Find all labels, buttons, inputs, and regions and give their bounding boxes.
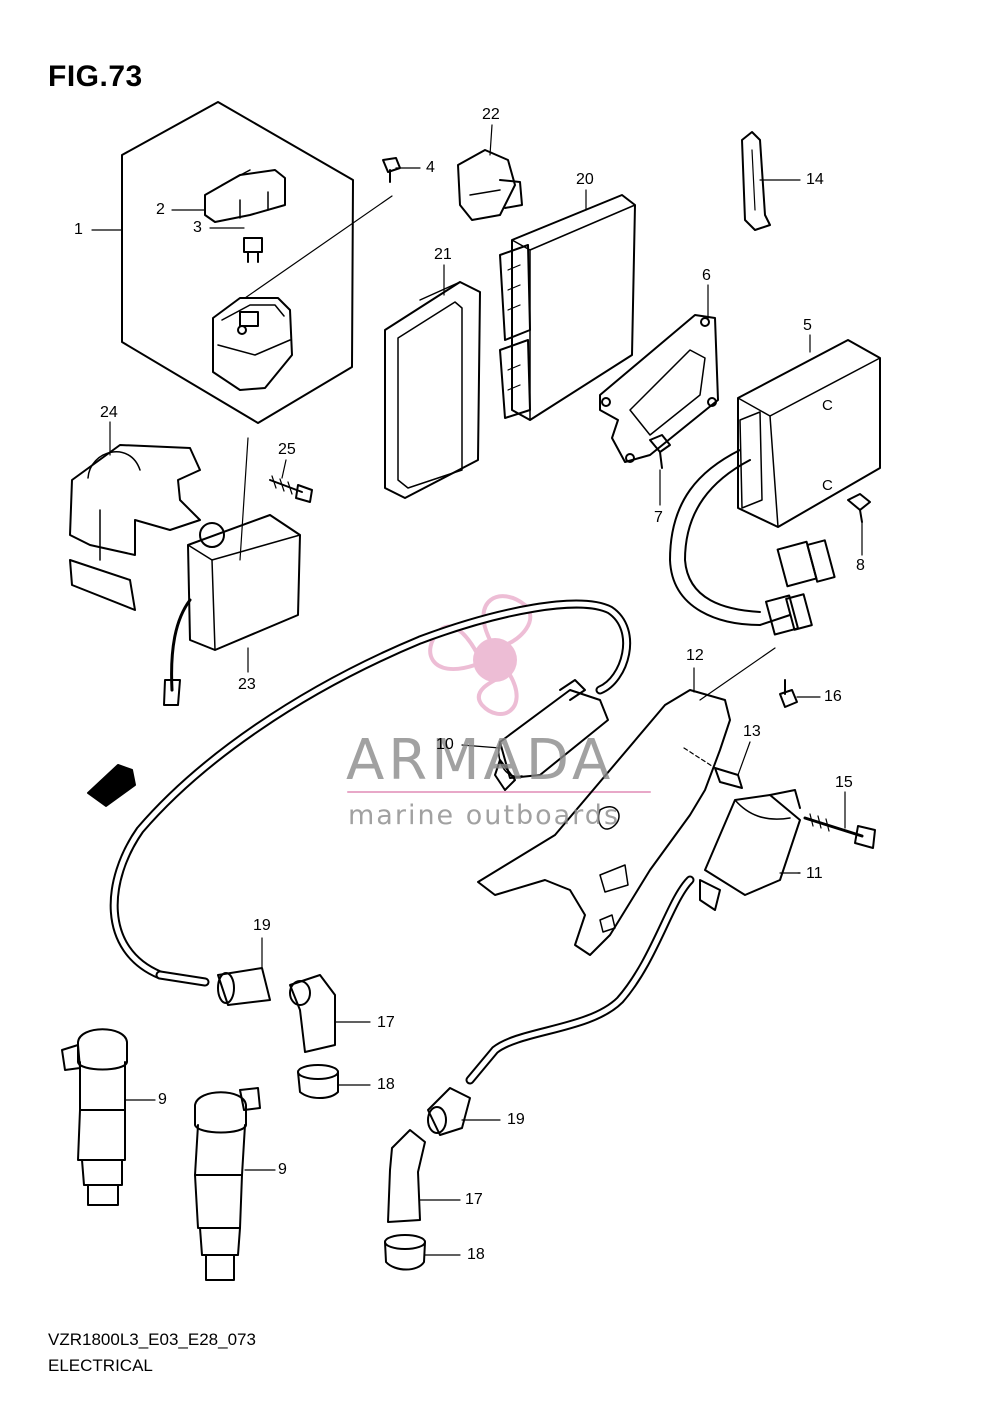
bolt-part-7 [649, 434, 671, 469]
screw-part-4 [382, 157, 401, 183]
figure-title: FIG.73 [48, 60, 143, 93]
ecm-mark: C [822, 477, 833, 494]
ecm-cover-part-21 [384, 281, 481, 499]
module-part-23 [163, 514, 301, 706]
coil-bracket-part-12 [477, 647, 776, 956]
callout-5: 5 [803, 317, 812, 334]
callout-1: 1 [74, 221, 83, 238]
callout-21: 21 [434, 246, 452, 263]
callout-18: 18 [377, 1076, 395, 1093]
boot-part-19-right [427, 1087, 471, 1136]
callout-14: 14 [806, 171, 824, 188]
callout-9: 9 [278, 1161, 287, 1178]
fwd-arrow-icon [87, 764, 136, 807]
callout-17: 17 [465, 1191, 483, 1208]
hightension-cord-left [109, 599, 632, 987]
bolt-part-15 [803, 813, 876, 849]
callout-13: 13 [743, 723, 761, 740]
callout-8: 8 [856, 557, 865, 574]
ignition-coil-part-11 [699, 789, 801, 911]
stick-coil-part-9-left [61, 1028, 128, 1206]
clamp-part-14 [741, 131, 771, 231]
callout-15: 15 [835, 774, 853, 791]
plug-cap-part-17-left [289, 974, 336, 1053]
callout-19: 19 [507, 1111, 525, 1128]
callout-3: 3 [193, 219, 202, 236]
watermark-tagline: marine outboards [348, 800, 621, 831]
leader-lines [91, 124, 863, 1256]
callout-4: 4 [426, 159, 435, 176]
starter-relay-kit [121, 101, 393, 424]
boot-part-19-left [217, 967, 271, 1006]
callout-24: 24 [100, 404, 118, 421]
callout-7: 7 [654, 509, 663, 526]
holder-part-24 [69, 444, 201, 611]
callout-17: 17 [377, 1014, 395, 1031]
callout-19: 19 [253, 917, 271, 934]
hightension-cord-right [465, 875, 695, 1085]
collar-part-13 [683, 747, 743, 789]
relay-part-22 [457, 149, 523, 221]
model-code: VZR1800L3_E03_E28_073 [48, 1330, 256, 1349]
bracket-part-6 [599, 314, 719, 463]
seal-part-18-right [384, 1234, 426, 1271]
stick-coil-part-9-right [194, 1087, 261, 1281]
callout-2: 2 [156, 201, 165, 218]
ecm-part-20 [499, 194, 636, 421]
control-unit-part-5 [669, 339, 881, 636]
plug-cap-part-17-right [387, 1129, 426, 1223]
ignition-coil-part-10 [494, 679, 609, 791]
callout-18: 18 [467, 1246, 485, 1263]
seal-part-18-left [297, 1064, 339, 1099]
callout-22: 22 [482, 106, 500, 123]
ecm-mark: C [822, 397, 833, 414]
callout-16: 16 [824, 688, 842, 705]
callout-9: 9 [158, 1091, 167, 1108]
bolt-part-16 [779, 679, 798, 708]
watermark-name: ARMADA [346, 728, 615, 793]
callout-6: 6 [702, 267, 711, 284]
callout-25: 25 [278, 441, 296, 458]
callout-10: 10 [436, 736, 454, 753]
callout-12: 12 [686, 647, 704, 664]
section-label: ELECTRICAL [48, 1356, 153, 1375]
callout-23: 23 [238, 676, 256, 693]
bolt-part-25 [239, 437, 313, 561]
bolt-part-8 [847, 493, 871, 523]
callout-20: 20 [576, 171, 594, 188]
callout-11: 11 [806, 865, 823, 882]
